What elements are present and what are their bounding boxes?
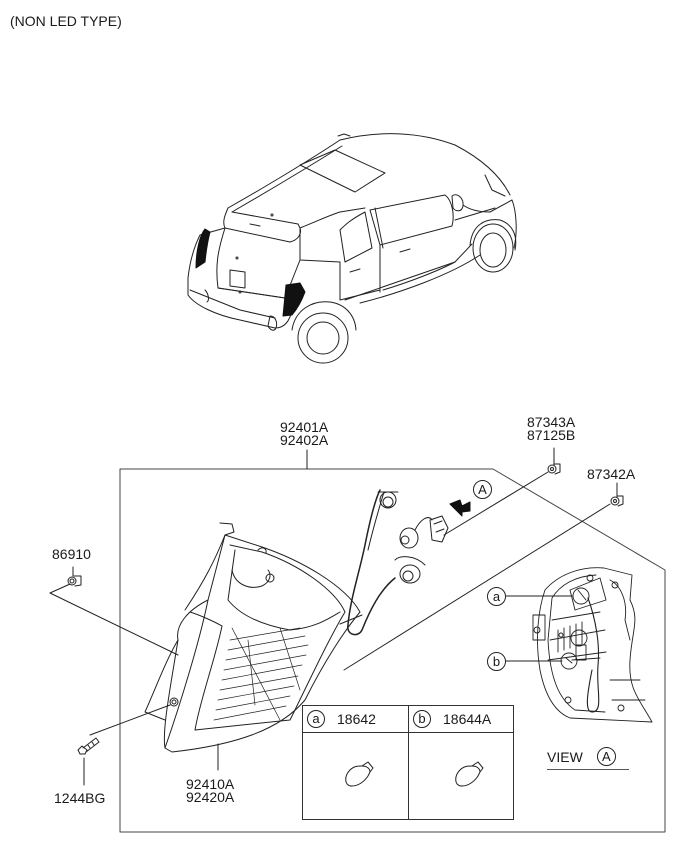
part-label-bolt: 1244BG xyxy=(54,790,106,806)
view-marker-a: A xyxy=(473,480,492,499)
bulb-table: a 18642 b 18644A xyxy=(302,705,514,820)
callout-a: a xyxy=(487,587,506,606)
bulb-header-b: b 18644A xyxy=(409,706,514,733)
part-number: 92410A xyxy=(186,776,235,792)
view-label-text: VIEW xyxy=(547,748,583,765)
part-number: 86910 xyxy=(52,546,91,562)
bolt-1244BG xyxy=(77,737,100,755)
bulb-icon-a xyxy=(345,761,374,787)
part-number: 1244BG xyxy=(54,790,106,806)
part-number: 92402A xyxy=(280,432,329,448)
part-number: 92401A xyxy=(280,419,329,435)
bulb-header-a: a 18642 xyxy=(303,706,408,733)
fastener-87343A xyxy=(547,463,561,475)
bulb-part-number-a: 18642 xyxy=(337,711,376,727)
part-label-lens-housing: 92410A 92420A xyxy=(186,776,235,805)
bulb-icon-b xyxy=(455,761,484,787)
wiring-harness xyxy=(347,489,449,636)
fastener-87342A xyxy=(610,495,624,507)
part-label-clip: 86910 xyxy=(52,546,91,562)
view-label-marker: A xyxy=(596,747,616,766)
part-number: 87342A xyxy=(587,466,636,482)
view-a-lamp-back xyxy=(532,567,653,723)
bulb-part-number-b: 18644A xyxy=(443,711,492,727)
part-number: 87343A xyxy=(527,414,576,430)
clip-86910 xyxy=(67,575,82,587)
bulb-cell-a: a 18642 xyxy=(303,706,408,819)
tail-lamp-housing xyxy=(144,522,361,753)
bulb-marker-a: a xyxy=(307,710,325,728)
diagram-title: (NON LED TYPE) xyxy=(10,13,122,29)
part-number: 87125B xyxy=(527,427,576,443)
view-a-label: VIEW A xyxy=(547,747,629,770)
bulb-marker-b: b xyxy=(413,710,431,728)
vehicle-illustration xyxy=(187,133,517,364)
part-label-grommet: 87342A xyxy=(587,466,636,482)
callout-b: b xyxy=(487,652,506,671)
bulb-cell-b: b 18644A xyxy=(408,706,514,819)
part-label-tail-lamp-assy: 92401A 92402A xyxy=(280,419,329,448)
view-direction-arrow xyxy=(449,499,471,517)
part-label-screw-upper: 87343A 87125B xyxy=(527,414,576,443)
highlighted-tail-lamp-right xyxy=(282,282,306,317)
highlighted-tail-lamp-left xyxy=(195,228,211,269)
part-number: 92420A xyxy=(186,789,235,805)
exploded-view-frame xyxy=(119,468,666,833)
